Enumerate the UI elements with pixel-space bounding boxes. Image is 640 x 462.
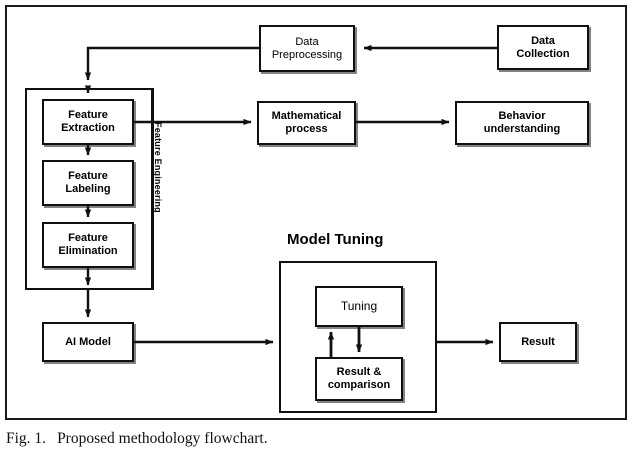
node-tuning-label: Tuning [340,298,378,313]
node-behavior-understanding[interactable]: Behavior understanding [455,101,589,145]
feature-engineering-label: Feature Engineering [153,122,163,213]
figure-caption-number: Fig. 1. [6,430,47,447]
node-mathematical-process-label: Mathematical process [271,110,342,135]
node-result[interactable]: Result [499,322,577,362]
figure-caption: Fig. 1. Proposed methodology flowchart. [6,430,626,448]
node-feature-labeling[interactable]: Feature Labeling [42,160,134,206]
node-mathematical-process[interactable]: Mathematical process [257,101,356,145]
model-tuning-group [279,261,437,413]
node-result-label: Result [521,335,555,348]
node-behavior-understanding-label: Behavior understanding [483,110,561,135]
node-tuning[interactable]: Tuning [315,286,403,327]
node-data-preprocessing-label: Data Preprocessing [271,35,343,61]
node-result-comparison[interactable]: Result & comparison [315,357,403,401]
node-feature-elimination[interactable]: Feature Elimination [42,222,134,268]
node-data-preprocessing[interactable]: Data Preprocessing [259,25,355,72]
node-feature-labeling-label: Feature Labeling [65,170,111,195]
node-result-comparison-label: Result & comparison [327,366,391,391]
node-data-collection-label: Data Collection [516,34,570,60]
node-data-collection[interactable]: Data Collection [497,25,589,70]
feature-engineering-group [25,88,153,290]
figure-caption-text: Proposed methodology flowchart. [57,430,268,447]
node-feature-extraction-label: Feature Extraction [61,109,115,134]
node-feature-extraction[interactable]: Feature Extraction [42,99,134,145]
model-tuning-title: Model Tuning [287,231,384,248]
node-ai-model-label: AI Model [65,335,111,348]
node-ai-model[interactable]: AI Model [42,322,134,362]
node-feature-elimination-label: Feature Elimination [58,232,118,257]
